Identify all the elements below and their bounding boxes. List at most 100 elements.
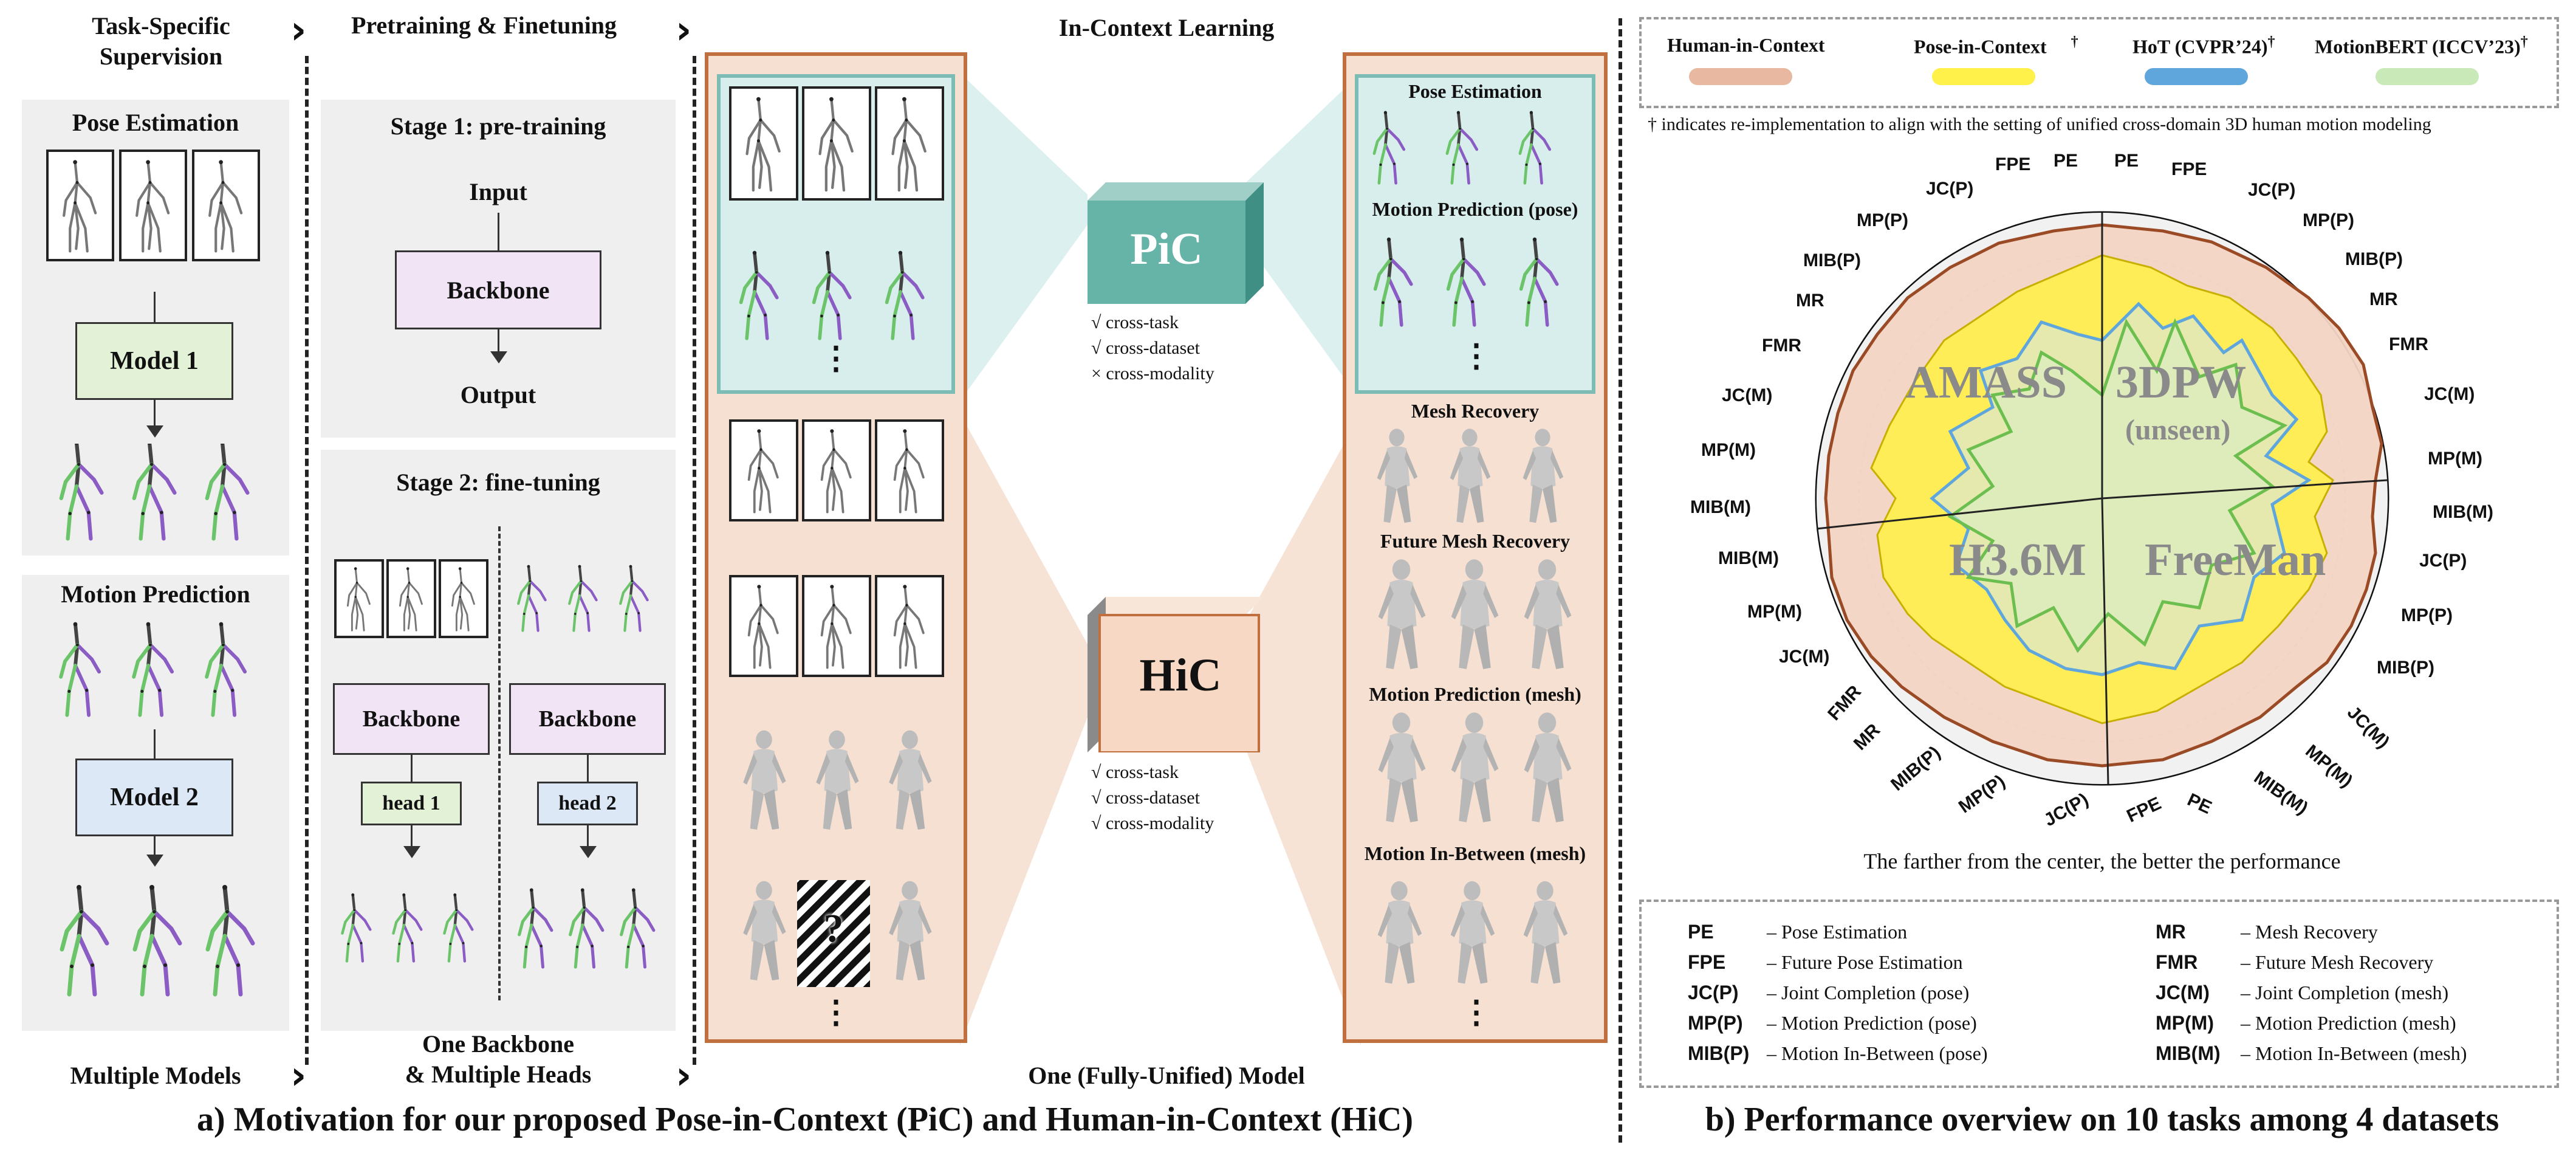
- connector-shapes: [960, 73, 1361, 1045]
- mesh-sequence: [1377, 428, 1564, 523]
- arrow-head: [490, 351, 507, 363]
- axis-label: MR: [1796, 291, 1824, 311]
- axis-label: JC(M): [2424, 384, 2475, 404]
- input-frame: [46, 150, 114, 261]
- axis-label: MIB(M): [1718, 548, 1779, 568]
- input-frame: [334, 559, 384, 638]
- legend-label-hot: HoT (CVPR’24)†: [2132, 34, 2275, 58]
- arrow-head: [580, 846, 597, 858]
- check-item: √ cross-task: [1091, 312, 1179, 332]
- task-label: Motion Prediction (mesh): [1369, 683, 1581, 705]
- chevron-right-icon: ›: [290, 1053, 307, 1098]
- output-label: Output: [460, 381, 536, 408]
- check-item: √ cross-task: [1091, 762, 1179, 782]
- abbreviations-box: [1639, 900, 2559, 1088]
- task-label: Motion In-Between (mesh): [1364, 842, 1586, 864]
- input-frame: [802, 86, 871, 201]
- col1-title: Task-Specific Supervision: [92, 12, 230, 70]
- axis-label: JC(M): [1722, 385, 1773, 405]
- chevron-right-icon: ›: [676, 1053, 692, 1098]
- input-frame: [875, 419, 944, 521]
- abbrev-right: MR– Mesh Recovery FMR– Future Mesh Recov…: [2156, 917, 2467, 1068]
- check-item: √ cross-dataset: [1091, 338, 1200, 358]
- caption-b: b) Performance overview on 10 tasks amon…: [1705, 1101, 2499, 1138]
- dataset-label-3dpw: 3DPW: [2115, 357, 2247, 408]
- abbrev-row: FMR– Future Mesh Recovery: [2156, 951, 2434, 973]
- abbrev-left: PE– Pose Estimation FPE– Future Pose Est…: [1688, 917, 1987, 1068]
- axis-label: MP(M): [1701, 440, 1756, 460]
- mesh-sequence: [1378, 712, 1572, 822]
- input-skeletons: [49, 620, 279, 729]
- abbrev-row: MP(P)– Motion Prediction (pose): [1688, 1012, 1977, 1034]
- mesh-sequence: [1378, 559, 1572, 669]
- check-item: √ cross-dataset: [1091, 788, 1200, 808]
- input-frame: [119, 150, 187, 261]
- input-frame: [192, 150, 260, 261]
- pic-cube-icon: [1088, 182, 1264, 304]
- separator: [693, 56, 696, 1065]
- axis-label: MP(P): [2303, 210, 2354, 230]
- input-frame: [729, 575, 798, 677]
- axis-label: MR: [2369, 289, 2398, 309]
- dataset-label-h36m: H3.6M: [1949, 534, 2086, 585]
- motion-prediction-title: Motion Prediction: [61, 580, 250, 608]
- model1-box: Model 1: [75, 322, 233, 400]
- axis-label: MP(P): [1857, 210, 1908, 230]
- input-frame: [875, 575, 944, 677]
- legend-swatch-hic: [1689, 68, 1792, 85]
- axis-label: MIB(P): [2345, 249, 2403, 269]
- axis-label: MP(M): [2428, 449, 2482, 469]
- abbrev-row: MR– Mesh Recovery: [2156, 921, 2378, 943]
- head2-box: head 2: [537, 782, 638, 825]
- abbrev-row: MIB(M)– Motion In-Between (mesh): [2156, 1042, 2467, 1064]
- axis-label: MP(P): [2401, 605, 2453, 625]
- stage2-title: Stage 2: fine-tuning: [396, 469, 600, 496]
- skeleton-sequence: [1363, 230, 1588, 333]
- abbrev-row: MIB(P)– Motion In-Between (pose): [1688, 1042, 1988, 1064]
- axis-label: FPE: [2171, 159, 2207, 179]
- dataset-label-amass: AMASS: [1905, 357, 2067, 408]
- arrow-down-icon: [411, 825, 413, 850]
- hic-cube-icon: [1088, 597, 1264, 752]
- ellipsis-icon: ⋮: [1461, 996, 1492, 1030]
- abbrev-row: MP(M)– Motion Prediction (mesh): [2156, 1012, 2456, 1034]
- abbrev-row: FPE– Future Pose Estimation: [1688, 951, 1963, 973]
- arrow-head: [403, 846, 420, 858]
- col2-bottom-line1: One Backbone: [422, 1030, 575, 1058]
- connector-line: [154, 292, 156, 322]
- axis-label: PE: [2114, 151, 2139, 171]
- output-skeletons: [49, 875, 279, 1009]
- input-frame: [802, 575, 871, 677]
- axis-label: MIB(M): [2433, 502, 2493, 522]
- pic-output-highlight: [1355, 74, 1595, 394]
- chevron-right-icon: ›: [290, 8, 307, 53]
- legend-note: † indicates re-implementation to align w…: [1648, 114, 2431, 134]
- input-skeletons: [514, 559, 666, 638]
- input-frame: [802, 419, 871, 521]
- col2-title: Pretraining & Finetuning: [351, 12, 617, 39]
- col2-bottom-line2: & Multiple Heads: [405, 1061, 592, 1088]
- abbrev-row: PE– Pose Estimation: [1688, 921, 1908, 943]
- ellipsis-icon: ⋮: [820, 996, 852, 1030]
- input-frame: [729, 419, 798, 521]
- separator: [1619, 18, 1622, 1143]
- check-item: × cross-modality: [1091, 363, 1214, 384]
- legend-box: [1639, 17, 2559, 108]
- axis-label: PE: [2054, 151, 2078, 171]
- col3-bottom: One (Fully-Unified) Model: [1028, 1062, 1305, 1089]
- mesh-sequence: [1377, 881, 1568, 984]
- arrow-down-icon: [154, 400, 156, 432]
- arrow-down-icon: [154, 836, 156, 861]
- input-frame: [729, 86, 798, 201]
- legend-label-motionbert: MotionBERT (ICCV’23)†: [2315, 34, 2528, 58]
- legend-label-hic: Human-in-Context: [1667, 34, 1825, 56]
- input-label: Input: [469, 178, 527, 205]
- check-item: √ cross-modality: [1091, 813, 1214, 833]
- head1-box: head 1: [361, 782, 462, 825]
- skeleton-sequence: [729, 243, 948, 346]
- task-label: Mesh Recovery: [1411, 400, 1540, 422]
- legend-swatch-pic: [1932, 68, 2035, 85]
- axis-label: MIB(P): [2377, 658, 2434, 678]
- axis-label: MIB(M): [1690, 497, 1751, 517]
- arrow-down-icon: [498, 329, 499, 356]
